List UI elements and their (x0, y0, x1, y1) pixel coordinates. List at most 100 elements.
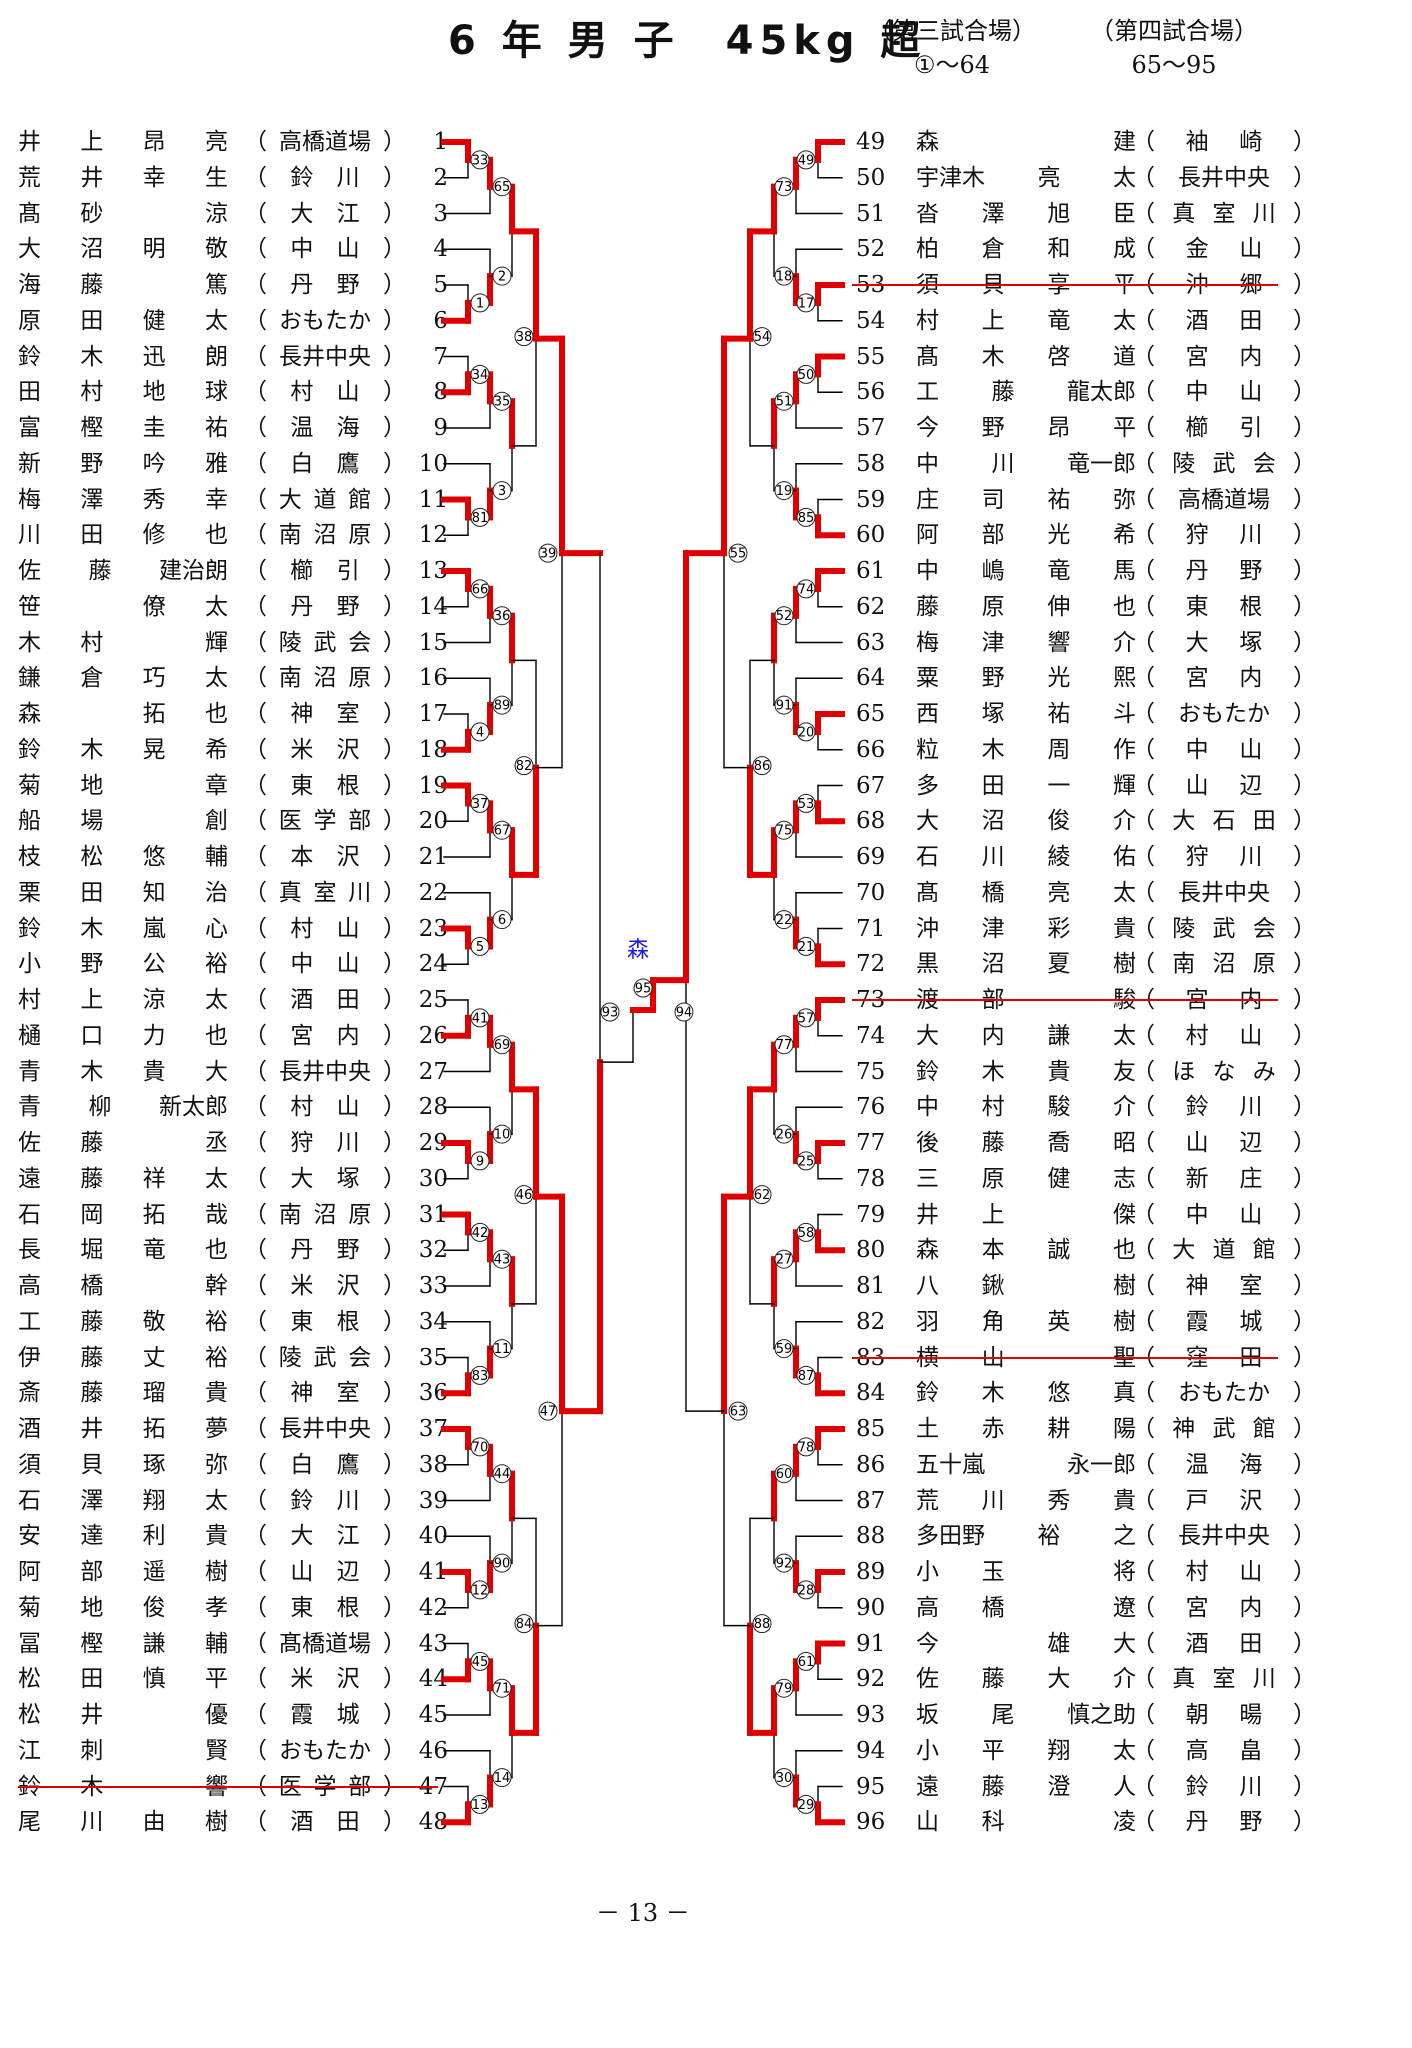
name-part: 沼 (80, 236, 104, 263)
match-number: 77 (774, 1035, 794, 1055)
match-number-text: 22 (776, 913, 793, 928)
team-part: 内 (1239, 665, 1263, 692)
match-number-text: 73 (776, 180, 793, 195)
match-number-text: 75 (776, 824, 793, 839)
name-part: 翔 (142, 1487, 166, 1514)
name-part: 悠 (142, 844, 166, 870)
name-part: 貴 (204, 1523, 228, 1550)
team-part: 原 (348, 522, 372, 549)
team-name: （陵武会） (1132, 449, 1316, 479)
team-part: 東 (290, 772, 314, 799)
seed-number: 81 (856, 1273, 886, 1299)
team-part: 川 (1252, 200, 1276, 227)
team-name: （丹野） (1132, 556, 1316, 586)
match-number: 90 (492, 1553, 512, 1573)
team-part: 海 (336, 415, 360, 441)
team-name: （中山） (1132, 735, 1316, 765)
team-part: ） (382, 701, 406, 727)
team-name: （陵武会） (244, 1343, 406, 1373)
team-part: ） (1292, 1344, 1316, 1371)
match-number: 46 (514, 1185, 534, 1205)
player-name: 阿部光希 (916, 520, 1136, 550)
team-part: （ (244, 1022, 267, 1049)
entry-row: 青柳新太郎（村山）28 (18, 1092, 448, 1122)
team-part: 酒 (1185, 307, 1209, 334)
team-part: 武 (313, 1344, 337, 1371)
entry-row: 松井 優（霞城）45 (18, 1700, 448, 1730)
match-number: 82 (514, 756, 534, 776)
team-name: （大道館） (1132, 1235, 1316, 1265)
name-part: 藤 (981, 1773, 1005, 1800)
team-part: （ (1132, 772, 1155, 799)
name-part: 村 (80, 379, 104, 406)
match-number-circle (470, 579, 490, 599)
seed-number: 58 (856, 450, 886, 477)
name-part: 樹 (204, 1559, 228, 1585)
player-name: 松井 優 (18, 1700, 228, 1730)
match-number-text: 82 (516, 759, 533, 774)
name-part: 倉 (80, 665, 104, 692)
name-part: 志 (1112, 1165, 1136, 1192)
name-part: 輝 (204, 629, 228, 656)
match-number-circle (774, 481, 794, 501)
team-part: 霞 (290, 1702, 314, 1728)
match-number: 91 (774, 695, 794, 715)
match-number-circle (492, 1464, 512, 1484)
team-part: ） (383, 1201, 406, 1228)
team-part: 城 (336, 1702, 360, 1728)
team-part: 川 (336, 1487, 360, 1514)
name-part: 介 (1112, 629, 1136, 656)
name-part: 雅 (204, 450, 228, 477)
team-part: （ (1132, 1273, 1155, 1299)
name-part: 裕 (1037, 1523, 1061, 1550)
team-part: 米 (290, 736, 314, 763)
name-part: 由 (142, 1809, 166, 1836)
name-part: 木 (80, 915, 104, 942)
team-part: 狩 (290, 1130, 314, 1156)
team-part: 山 (336, 915, 360, 942)
team-part: （ (1132, 1630, 1155, 1657)
team-part: 城 (1239, 1308, 1263, 1335)
team-part: 櫛 (1185, 415, 1209, 441)
player-name: 木村 輝 (18, 628, 228, 658)
team-part: （ (244, 272, 267, 298)
player-name: 大沼俊介 (916, 806, 1136, 836)
match-number: 71 (492, 1678, 512, 1698)
name-part: 謙 (1047, 1022, 1071, 1049)
team-part: （ (1132, 665, 1155, 692)
player-name: 中川竜一郎 (916, 449, 1136, 479)
team-part: 丹 (1185, 558, 1209, 584)
team-name: （大江） (244, 1521, 406, 1551)
name-part: 川 (991, 450, 1015, 477)
name-part: 玉 (981, 1559, 1005, 1585)
match-number-text: 34 (472, 368, 489, 383)
team-part: 庄 (1239, 1165, 1263, 1192)
team-part: （ (1132, 736, 1155, 763)
team-part: 川 (336, 164, 360, 191)
team-name: （中山） (244, 949, 406, 979)
match-number-text: 52 (776, 609, 793, 624)
name-part: 井 (18, 129, 41, 155)
team-part: ） (383, 129, 406, 155)
team-part: 戸 (1185, 1487, 1209, 1514)
match-number: 52 (774, 606, 794, 626)
player-name: 中嶋竜馬 (916, 556, 1136, 586)
team-name: （温海） (1132, 1450, 1316, 1480)
name-part: 希 (1112, 522, 1136, 549)
team-part: 原 (348, 665, 372, 692)
team-part: ） (1292, 1201, 1316, 1228)
team-part: （ (244, 558, 267, 584)
name-part: 川 (981, 844, 1005, 870)
name-part: 部 (80, 1559, 104, 1585)
name-part: 梅 (916, 629, 939, 656)
seed-number: 45 (418, 1702, 448, 1728)
player-name: 江刺 賢 (18, 1736, 228, 1766)
match-number-text: 14 (494, 1771, 511, 1786)
name-part: 永一郎 (1067, 1451, 1136, 1478)
team-part: （ (1132, 1487, 1155, 1514)
name-part: 粟 (916, 665, 939, 692)
match-number-circle (492, 820, 512, 840)
withdrawn-strike (18, 1785, 438, 1788)
team-name: （村山） (244, 377, 406, 407)
name-part: 川 (80, 1809, 104, 1836)
